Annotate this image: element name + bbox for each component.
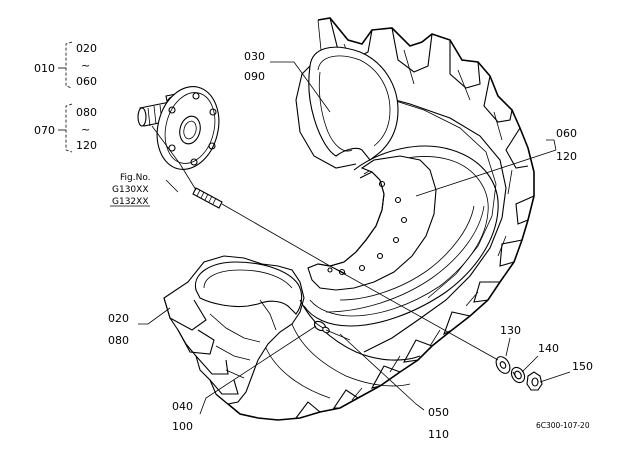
callout-020: 020: [108, 312, 129, 325]
callout-150: 150: [572, 360, 593, 373]
callout-leaders: [58, 41, 571, 415]
range-separator-010: ~: [81, 59, 90, 72]
callout-060: 060: [556, 127, 577, 140]
callout-010: 010: [34, 62, 55, 75]
callout-040: 040: [172, 400, 193, 413]
callout-140: 140: [538, 342, 559, 355]
fig-ref-code-1: G130XX: [112, 185, 148, 195]
fig-ref-label: Fig.No.: [120, 173, 151, 183]
hub-assembly: [137, 86, 220, 170]
callout-030: 030: [244, 50, 265, 63]
callout-080: 080: [108, 334, 129, 347]
hex-nut-150: [526, 371, 543, 391]
assembly-lines: [151, 125, 499, 361]
callout-110: 110: [428, 428, 449, 441]
callout-060-range-end: 060: [76, 75, 97, 88]
callout-120-range-end: 120: [76, 139, 97, 152]
callout-090: 090: [244, 70, 265, 83]
callout-labels: 010 020 ~ 060 070 080 ~ 120 030 090 060 …: [34, 42, 593, 441]
callout-100: 100: [172, 420, 193, 433]
flat-washer-130: [495, 356, 511, 374]
tire-lower-section: [163, 255, 421, 405]
callout-020-range-start: 020: [76, 42, 97, 55]
callout-120: 120: [556, 150, 577, 163]
range-separator-070: ~: [81, 123, 90, 136]
fig-ref-code-2: G132XX: [112, 197, 148, 207]
drawing-code: 6C300-107-20: [536, 421, 590, 430]
stud-bolt: [192, 187, 223, 209]
rim-disc: [303, 145, 499, 327]
bolt-040: [313, 320, 330, 334]
callout-050: 050: [428, 406, 449, 419]
callout-130: 130: [500, 324, 521, 337]
callout-070: 070: [34, 124, 55, 137]
tire-upper-section: [215, 17, 535, 421]
callout-080-range-start: 080: [76, 106, 97, 119]
lock-washer-140: [510, 366, 526, 384]
